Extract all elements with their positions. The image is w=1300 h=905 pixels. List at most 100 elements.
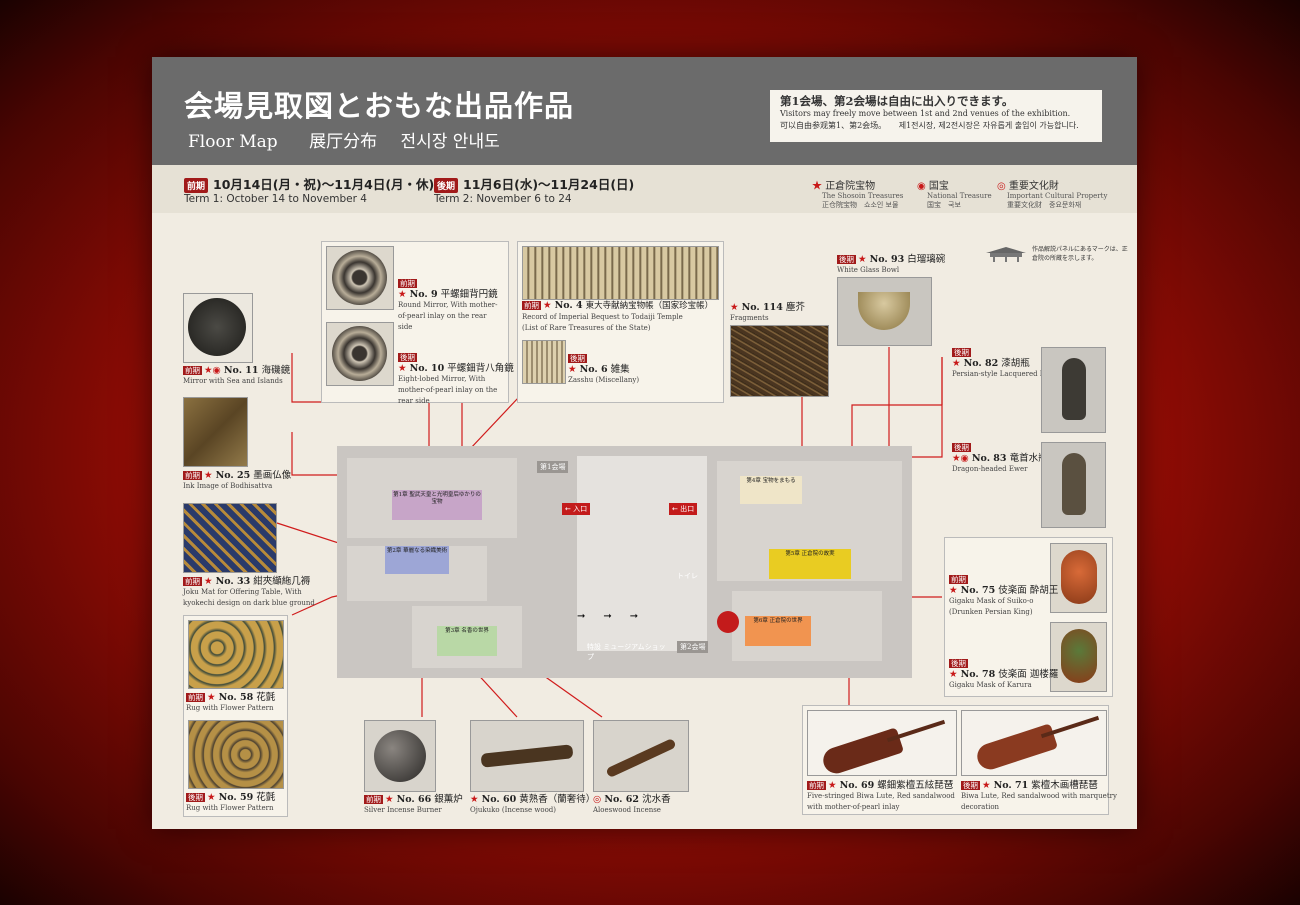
term2-english: Term 2: November 6 to 24 bbox=[434, 193, 572, 205]
item-11-english: Mirror with Sea and Islands bbox=[183, 377, 283, 385]
item-69-english: Five-stringed Biwa Lute, Red sandalwood bbox=[807, 792, 955, 800]
record-scroll-image bbox=[522, 246, 719, 300]
term1-dates: 10月14日(月・祝)〜11月4日(月・休) bbox=[213, 177, 435, 192]
fragments-image bbox=[730, 325, 829, 397]
item-93-name: 白瑠璃碗 bbox=[907, 254, 946, 265]
item-66-name: 銀薫炉 bbox=[434, 794, 463, 805]
item-60-number: No. 60 bbox=[481, 794, 517, 805]
item-75-name: 伎楽面 酔胡王 bbox=[998, 585, 1059, 596]
item-9-name: 平螺鈿背円鏡 bbox=[440, 289, 498, 300]
item-62-english: Aloeswood Incense bbox=[593, 806, 661, 814]
item-71-english-2: decoration bbox=[961, 803, 1000, 811]
item-33-number: No. 33 bbox=[215, 576, 251, 587]
sandalwood-biwa-image bbox=[961, 710, 1107, 776]
silver-incense-burner-image bbox=[364, 720, 436, 792]
item-78-caption: 後期★ No. 78 伎楽面 迦楼羅 Gigaku Mask of Karura bbox=[949, 659, 1059, 689]
item-71-number: No. 71 bbox=[993, 780, 1029, 791]
item-83-name: 竜首水瓶 bbox=[1009, 453, 1048, 464]
item-10-number: No. 10 bbox=[409, 363, 445, 374]
ojukuko-image bbox=[470, 720, 584, 792]
item-75-english-2: (Drunken Persian King) bbox=[949, 608, 1033, 616]
item-33-english: Joku Mat for Offering Table, With bbox=[183, 588, 302, 596]
item-66-caption: 前期★ No. 66 銀薫炉 Silver Incense Burner bbox=[364, 794, 463, 814]
item-69-caption: 前期★ No. 69 螺鈿紫檀五絃琵琶 Five-stringed Biwa L… bbox=[807, 780, 955, 811]
item-69-name: 螺鈿紫檀五絃琵琶 bbox=[877, 780, 954, 791]
term-tag: 後期 bbox=[949, 659, 968, 668]
item-66-number: No. 66 bbox=[396, 794, 432, 805]
term-tag: 後期 bbox=[568, 354, 587, 363]
item-62-caption: ◎ No. 62 沈水香 Aloeswood Incense bbox=[593, 794, 671, 814]
item-82-name: 漆胡瓶 bbox=[1001, 358, 1030, 369]
term-tag: 前期 bbox=[183, 366, 202, 375]
title-english: Floor Map bbox=[188, 132, 278, 152]
item-69-number: No. 69 bbox=[839, 780, 875, 791]
eight-lobed-mirror-image bbox=[326, 322, 394, 386]
item-10-english: Eight-lobed Mirror, With mother-of-pearl… bbox=[398, 375, 498, 405]
item-10-name: 平螺鈿背八角鏡 bbox=[447, 363, 514, 374]
item-82-caption: 後期★ No. 82 漆胡瓶 Persian-style Lacquered E… bbox=[952, 348, 1059, 378]
item-60-english: Ojukuko (Incense wood) bbox=[470, 806, 557, 814]
national-treasure-icon: ◉ bbox=[917, 181, 926, 192]
item-25-name: 墨画仏像 bbox=[253, 470, 292, 481]
joku-mat-image bbox=[183, 503, 277, 573]
term-tag: 前期 bbox=[186, 693, 205, 702]
board-header: 会場見取図とおもな出品作品 Floor Map 展厅分布 전시장 안내도 第1会… bbox=[152, 57, 1137, 165]
term-tag: 前期 bbox=[807, 781, 826, 790]
item-78-number: No. 78 bbox=[960, 669, 996, 680]
notice-english: Visitors may freely move between 1st and… bbox=[780, 109, 1071, 118]
item-9-caption: 前期★ No. 9 平螺鈿背円鏡 Round Mirror, With moth… bbox=[398, 278, 503, 333]
record-panel: 前期★ No. 4 東大寺献納宝物帳（国家珍宝帳） Record of Impe… bbox=[517, 241, 724, 403]
ink-bodhisattva-image bbox=[183, 397, 248, 467]
item-75-number: No. 75 bbox=[960, 585, 996, 596]
round-mirror-image bbox=[326, 246, 394, 310]
item-75-caption: 前期★ No. 75 伎楽面 酔胡王 Gigaku Mask of Suiko-… bbox=[949, 575, 1059, 616]
item-25-caption: 前期★ No. 25 墨画仏像 Ink Image of Bodhisattva bbox=[183, 470, 292, 490]
notice-japanese: 第1会場、第2会場は自由に出入りできます。 bbox=[780, 94, 1014, 108]
item-83-english: Dragon-headed Ewer bbox=[952, 465, 1028, 473]
legend-national: ◉ 国宝 National Treasure 国宝 국보 bbox=[917, 177, 992, 210]
notice-korean: 제1전시장, 제2전시장은 자유롭게 출입이 가능합니다. bbox=[898, 121, 1079, 130]
item-62-number: No. 62 bbox=[604, 794, 640, 805]
section-5-label: 第5章 正倉院の故実 bbox=[769, 549, 851, 579]
term2-tag: 後期 bbox=[434, 178, 459, 193]
legend-shosoin-jp: 正倉院宝物 bbox=[825, 181, 876, 192]
item-4-number: No. 4 bbox=[554, 300, 583, 311]
title-korean: 전시장 안내도 bbox=[400, 132, 500, 152]
important-property-icon: ◎ bbox=[997, 181, 1006, 192]
term-tag: 後期 bbox=[952, 348, 971, 357]
item-25-english: Ink Image of Bodhisattva bbox=[183, 482, 273, 490]
item-4-caption: 前期★ No. 4 東大寺献納宝物帳（国家珍宝帳） Record of Impe… bbox=[522, 300, 714, 332]
exit-label: 出口 bbox=[680, 505, 695, 513]
item-58-english: Rug with Flower Pattern bbox=[186, 704, 274, 712]
hall-2-label: 第2会場 bbox=[677, 641, 709, 653]
free-movement-notice: 第1会場、第2会場は自由に出入りできます。 Visitors may freel… bbox=[770, 90, 1102, 142]
hall-1-label: 第1会場 bbox=[537, 461, 569, 473]
item-78-english: Gigaku Mask of Karura bbox=[949, 681, 1032, 689]
item-10-caption: 後期★ No. 10 平螺鈿背八角鏡 Eight-lobed Mirror, W… bbox=[398, 353, 514, 405]
notice-chinese: 可以自由参观第1、第2会场。 bbox=[780, 121, 887, 130]
section-1-label: 第1章 聖武天皇と光明皇后ゆかりの宝物 bbox=[392, 490, 482, 520]
item-58-caption: 前期★ No. 58 花氈 Rug with Flower Pattern bbox=[186, 692, 276, 712]
dragon-ewer-image bbox=[1041, 442, 1106, 528]
legend-national-en: National Treasure bbox=[927, 192, 992, 200]
shop-label: 特設 ミュージアムショップ bbox=[587, 643, 666, 661]
zasshu-image bbox=[522, 340, 566, 384]
lutes-panel: 前期★ No. 69 螺鈿紫檀五絃琵琶 Five-stringed Biwa L… bbox=[802, 705, 1117, 815]
item-6-caption: 後期★ No. 6 雑集 Zasshu (Miscellany) bbox=[568, 354, 640, 384]
item-78-name: 伎楽面 迦楼羅 bbox=[998, 669, 1059, 680]
term2-dates: 11月6日(水)〜11月24日(日) bbox=[463, 177, 635, 192]
term-tag: 前期 bbox=[183, 577, 202, 586]
aloeswood-image bbox=[593, 720, 689, 792]
entrance-sign: ← 入口 bbox=[562, 503, 591, 515]
item-114-english: Fragments bbox=[730, 314, 769, 322]
floor-map-board: 会場見取図とおもな出品作品 Floor Map 展厅分布 전시장 안내도 第1会… bbox=[152, 57, 1137, 829]
item-33-caption: 前期★ No. 33 紺夾纈絁几褥 Joku Mat for Offering … bbox=[183, 576, 315, 607]
item-75-english: Gigaku Mask of Suiko-o bbox=[949, 597, 1034, 605]
item-9-english: Round Mirror, With mother-of-pearl inlay… bbox=[398, 301, 498, 331]
item-62-name: 沈水香 bbox=[642, 794, 671, 805]
item-71-caption: 後期★ No. 71 紫檀木画槽琵琶 Biwa Lute, Red sandal… bbox=[961, 780, 1117, 811]
section-3-label: 第3章 名香の世界 bbox=[437, 626, 497, 656]
legend-shosoin-en: The Shosoin Treasures bbox=[822, 192, 904, 200]
